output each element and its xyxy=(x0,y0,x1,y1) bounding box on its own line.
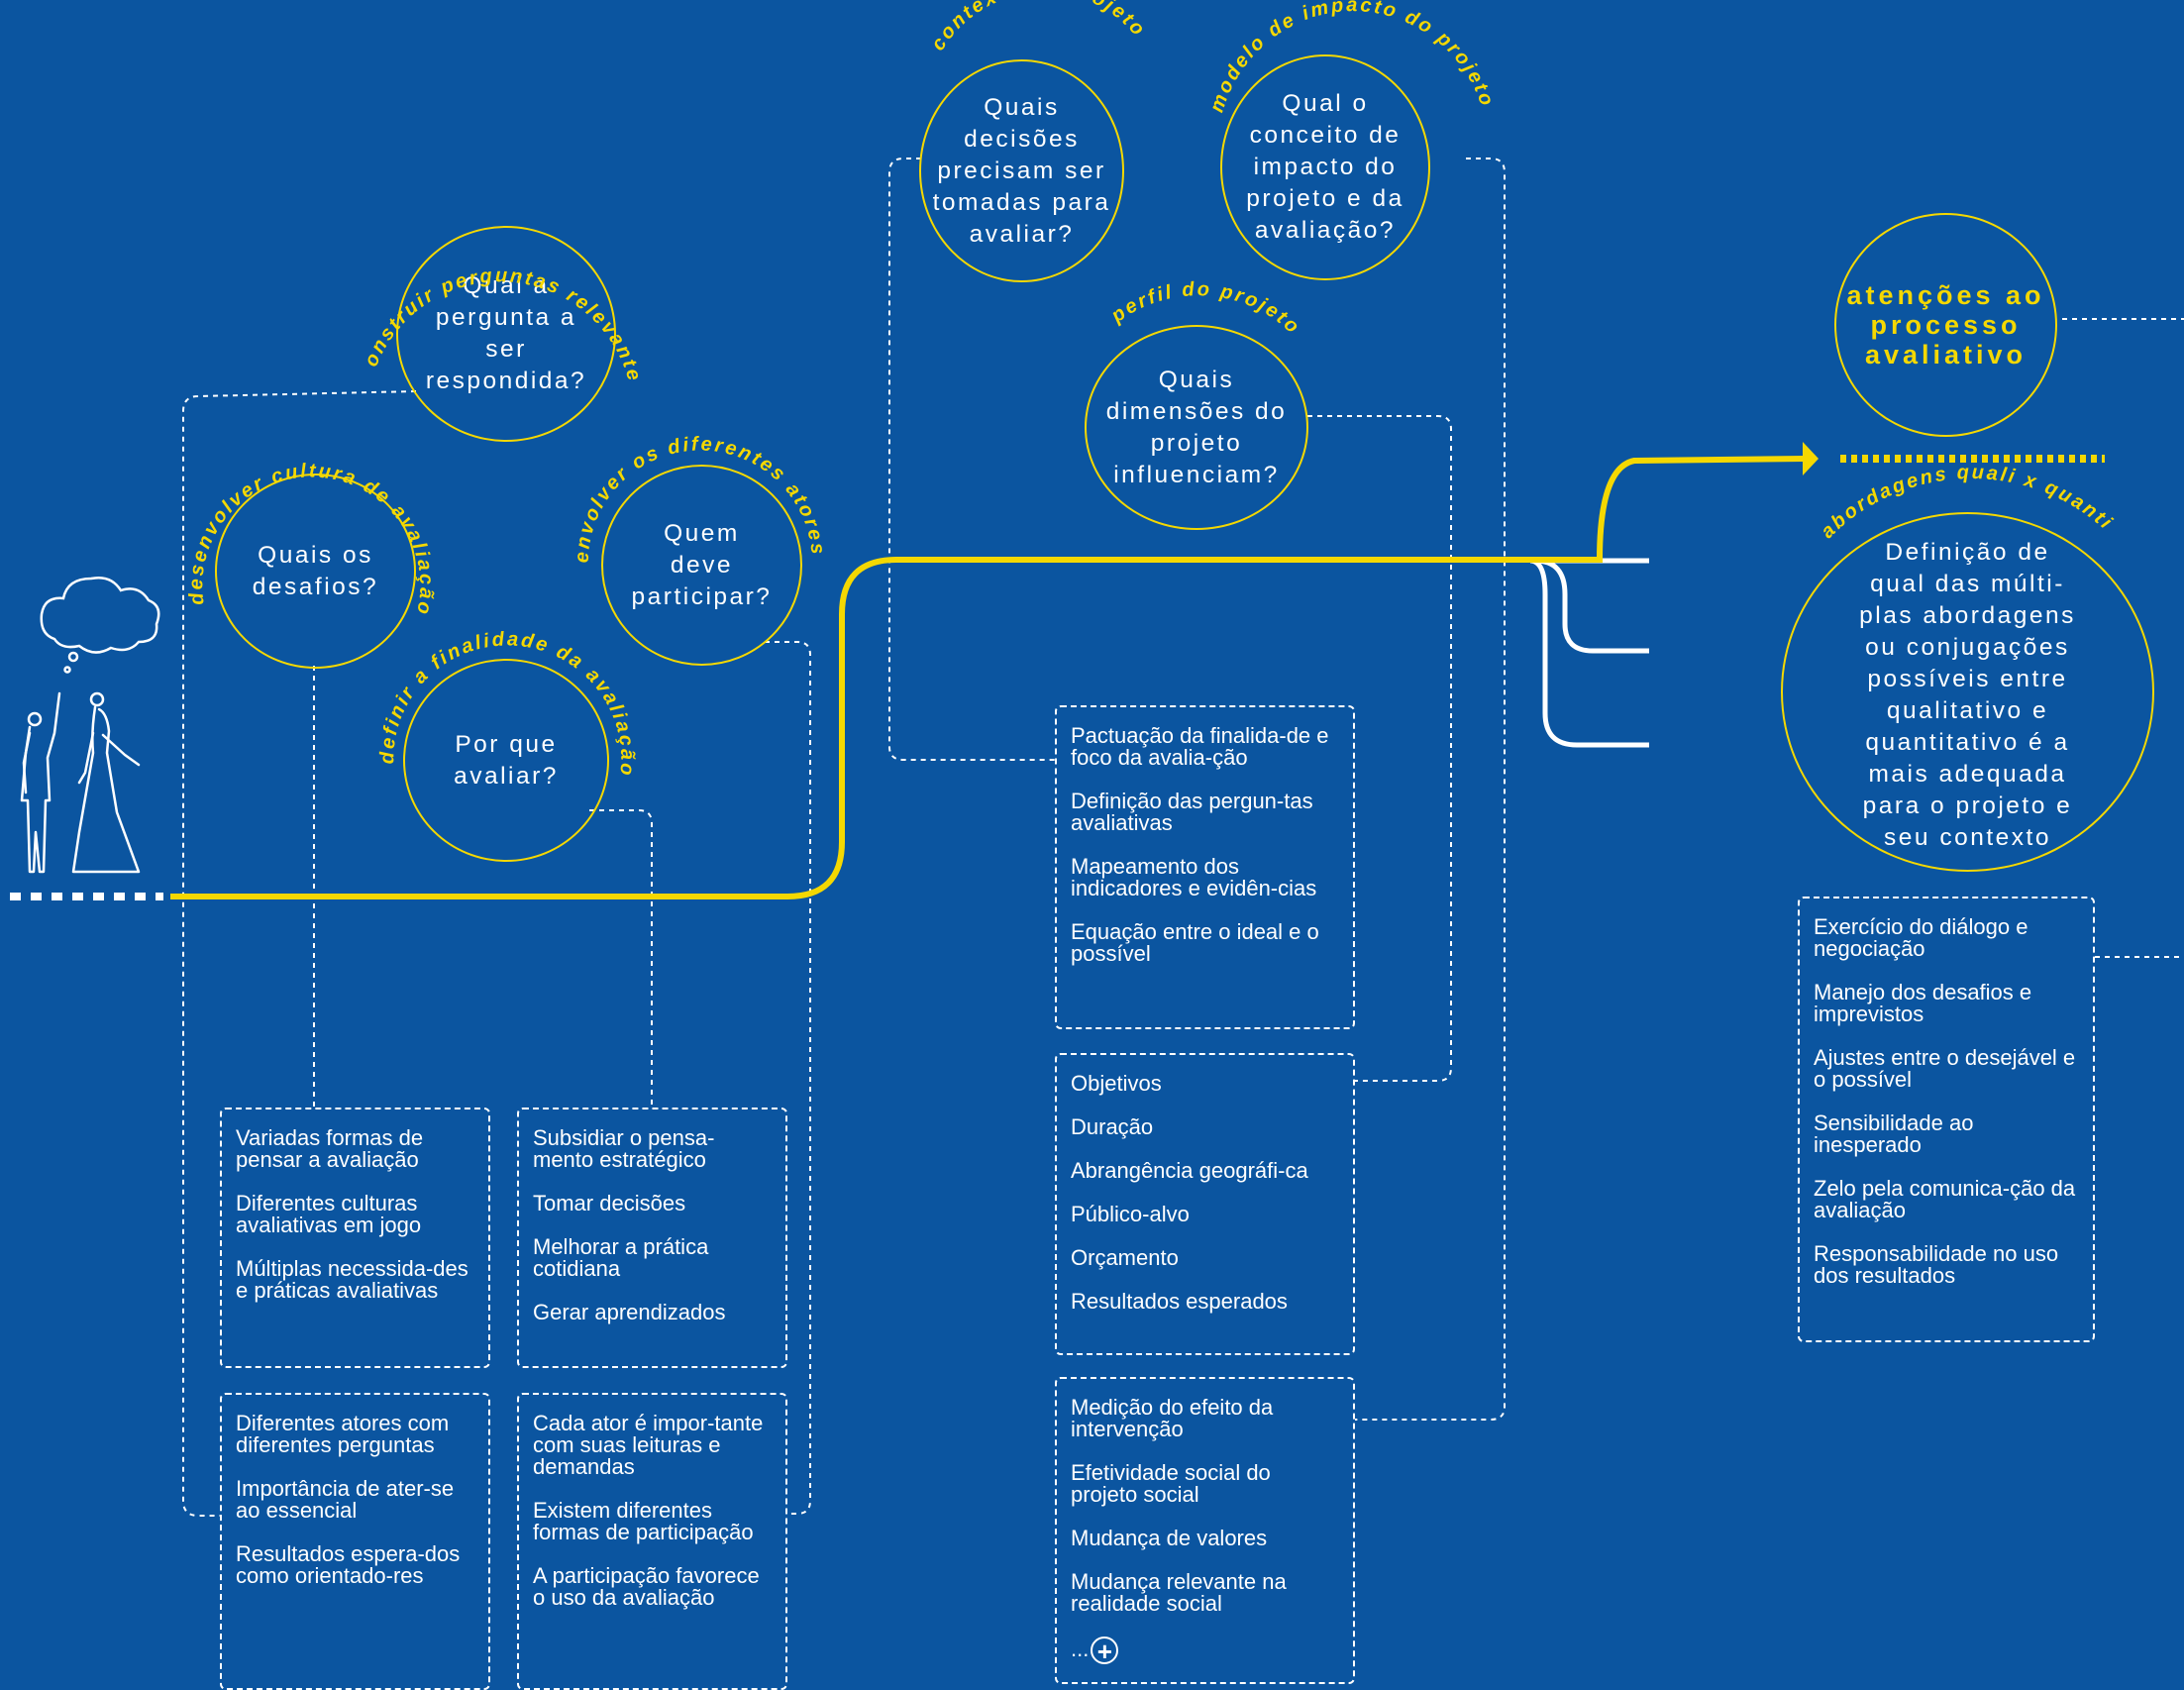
list-item: Efetividade social do projeto social xyxy=(1071,1460,1271,1507)
box-perguntas: Diferentes atores com diferentes pergunt… xyxy=(220,1393,490,1690)
list-item: Variadas formas de pensar a avaliação xyxy=(236,1125,424,1172)
list-item: Ajustes entre o desejável e o possível xyxy=(1814,1045,2076,1092)
question-text: Qual a pergunta a ser respondida? xyxy=(425,272,587,394)
journey-path xyxy=(170,456,1806,899)
connector-contexto xyxy=(888,158,1055,761)
box-atencoes: Exercício do diálogo e negociação Manejo… xyxy=(1798,897,2095,1342)
connector-impacto xyxy=(1355,158,1506,1421)
list-item: Sensibilidade ao inesperado xyxy=(1814,1110,1974,1157)
list-item: Definição das pergun-tas avaliativas xyxy=(1071,789,1313,835)
list-item: Gerar aprendizados xyxy=(533,1300,726,1324)
circle-perfil-projeto: Quais dimensões do projeto influenciam? xyxy=(1085,325,1308,530)
branch-3 xyxy=(1529,558,1649,748)
list-item: Medição do efeito da intervenção xyxy=(1071,1395,1274,1441)
more-item: ...+ xyxy=(1071,1637,1341,1664)
circle-cultura-avaliacao: Quais os desafios? xyxy=(215,474,416,669)
list-item: Diferentes culturas avaliativas em jogo xyxy=(236,1191,422,1237)
circle-diferentes-atores: Quem deve participar? xyxy=(601,465,802,666)
connector-perfil xyxy=(1307,415,1452,1082)
plus-icon[interactable]: + xyxy=(1091,1637,1119,1664)
connector-construir xyxy=(182,390,417,1517)
list-item: Resultados esperados xyxy=(1071,1289,1288,1314)
question-text: Quais decisões precisam ser tomadas para… xyxy=(932,93,1111,248)
branch-2 xyxy=(1534,558,1649,654)
list-item: Cada ator é impor-tante com suas leitura… xyxy=(533,1411,764,1479)
list-item: Mudança relevante na realidade social xyxy=(1071,1569,1287,1616)
circle-contexto-projeto: Quais decisões precisam ser tomadas para… xyxy=(919,59,1124,282)
box-finalidade: Subsidiar o pensa-mento estratégico Toma… xyxy=(517,1108,787,1368)
list-item: Pactuação da finalida-de e foco da avali… xyxy=(1071,723,1329,770)
list-item: Tomar decisões xyxy=(533,1191,686,1215)
circle-abordagens: Definição de qual das múlti- plas aborda… xyxy=(1781,512,2154,872)
list-item: Múltiplas necessida-des e práticas avali… xyxy=(236,1256,468,1303)
atencoes-title: atenções ao processo avaliativo xyxy=(1846,280,2045,370)
question-text: Qual o conceito de impacto do projeto e … xyxy=(1246,90,1404,244)
list-item: Melhorar a prática cotidiana xyxy=(533,1234,709,1281)
list-item: Orçamento xyxy=(1071,1245,1179,1270)
list-item: Manejo dos desafios e imprevistos xyxy=(1814,980,2032,1026)
list-item: Equação entre o ideal e o possível xyxy=(1071,919,1319,966)
question-text: Quais os desafios? xyxy=(252,541,379,600)
box-perfil: Objetivos Duração Abrangência geográfi-c… xyxy=(1055,1053,1355,1355)
list-item: Abrangência geográfi-ca xyxy=(1071,1158,1308,1183)
list-item: Público-alvo xyxy=(1071,1202,1190,1226)
connector-atores xyxy=(765,641,811,1515)
list-item: Mudança de valores xyxy=(1071,1526,1268,1550)
arrow-head xyxy=(1803,442,1819,475)
thought-cloud-icon xyxy=(40,577,160,674)
circle-modelo-impacto: Qual o conceito de impacto do projeto e … xyxy=(1220,54,1430,280)
list-item: Objetivos xyxy=(1071,1071,1162,1096)
more-label: ... xyxy=(1071,1636,1090,1661)
circle-atencoes-processo: atenções ao processo avaliativo xyxy=(1834,213,2057,437)
list-item: Responsabilidade no uso dos resultados xyxy=(1814,1241,2059,1288)
question-text: Quem deve participar? xyxy=(631,519,773,610)
walking-people-icon xyxy=(20,691,141,874)
box-cultura: Variadas formas de pensar a avaliação Di… xyxy=(220,1108,490,1368)
list-item: Existem diferentes formas de participaçã… xyxy=(533,1498,754,1544)
list-item: Duração xyxy=(1071,1114,1154,1139)
list-item: Importância de ater-se ao essencial xyxy=(236,1476,455,1523)
connector-finalidade xyxy=(589,809,653,1108)
list-item: A participação favorece o uso da avaliaç… xyxy=(533,1563,760,1610)
question-text: Quais dimensões do projeto influenciam? xyxy=(1105,366,1288,488)
box-atores: Cada ator é impor-tante com suas leitura… xyxy=(517,1393,787,1690)
list-item: Exercício do diálogo e negociação xyxy=(1814,914,2028,961)
list-item: Diferentes atores com diferentes pergunt… xyxy=(236,1411,450,1457)
box-contexto: Pactuação da finalida-de e foco da avali… xyxy=(1055,705,1355,1029)
list-item: Resultados espera-dos como orientado-res xyxy=(236,1541,461,1588)
list-item: Mapeamento dos indicadores e evidên-cias xyxy=(1071,854,1317,900)
question-text: Por que avaliar? xyxy=(454,730,559,790)
circle-finalidade-avaliacao: Por que avaliar? xyxy=(403,659,609,862)
list-item: Zelo pela comunica-ção da avaliação xyxy=(1814,1176,2076,1222)
question-text: Definição de qual das múlti- plas aborda… xyxy=(1859,538,2076,851)
circle-construir-perguntas: Qual a pergunta a ser respondida? xyxy=(396,226,616,442)
list-item: Subsidiar o pensa-mento estratégico xyxy=(533,1125,715,1172)
box-impacto: Medição do efeito da intervenção Efetivi… xyxy=(1055,1377,1355,1684)
